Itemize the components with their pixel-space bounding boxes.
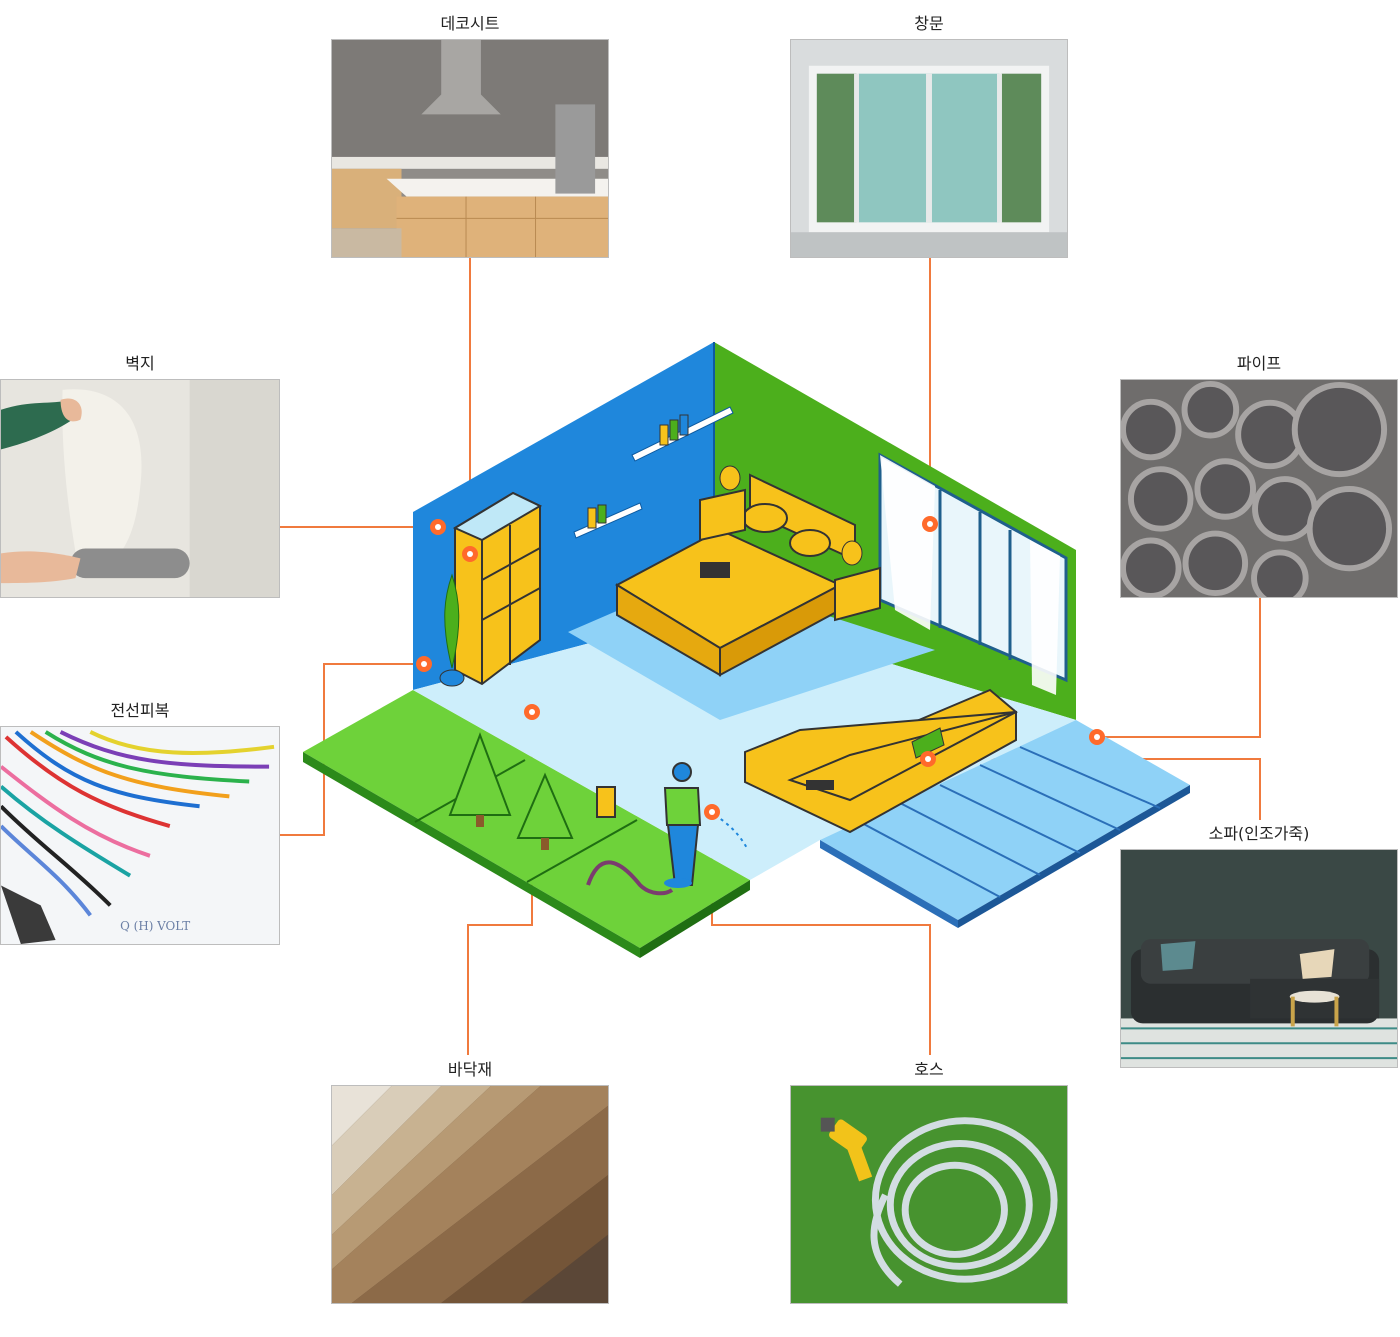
window-photo — [790, 39, 1068, 258]
kitchen-photo — [331, 39, 609, 258]
patio-window — [878, 452, 1068, 695]
card-deco-sheet[interactable]: 데코시트 — [331, 10, 609, 258]
leader-line-pipe — [1097, 598, 1261, 738]
card-flooring[interactable]: 바닥재 — [331, 1056, 609, 1304]
card-label-wallpaper: 벽지 — [125, 354, 155, 373]
svg-text:Q (H) VOLT: Q (H) VOLT — [120, 919, 190, 933]
hotspot-marker-wire — [416, 656, 432, 672]
card-label-pipe: 파이프 — [1236, 354, 1282, 373]
glass-deck — [820, 720, 1190, 928]
wall-shelves — [573, 406, 734, 539]
card-label-sofa: 소파(인조가죽) — [1208, 824, 1310, 843]
card-window[interactable]: 창문 — [790, 10, 1068, 258]
room-floor — [413, 610, 1076, 880]
card-pipe[interactable]: 파이프 — [1120, 350, 1398, 598]
nightstands — [699, 465, 881, 622]
flooring-photo — [331, 1085, 609, 1304]
card-label-hose: 호스 — [914, 1060, 944, 1079]
card-label-deco-sheet: 데코시트 — [440, 14, 500, 33]
sofa-photo — [1120, 849, 1398, 1068]
sofa — [744, 688, 1018, 834]
card-hose[interactable]: 호스 — [790, 1056, 1068, 1304]
card-wallpaper[interactable]: 벽지 — [0, 350, 280, 598]
hotspot-markers — [416, 516, 1105, 820]
potted-plant — [439, 573, 465, 687]
gardener-figure — [663, 762, 749, 888]
pipe-photo — [1120, 379, 1398, 598]
hotspot-marker-hose — [704, 804, 720, 820]
card-label-wire: 전선피복 — [110, 701, 170, 720]
card-label-flooring: 바닥재 — [447, 1060, 493, 1079]
wallpaper-photo — [0, 379, 280, 598]
hotspot-marker-pipe — [1089, 729, 1105, 745]
hotspot-marker-deco-sheet — [462, 546, 478, 562]
trees — [448, 732, 616, 850]
hotspot-marker-wallpaper — [430, 519, 446, 535]
card-wire[interactable]: 전선피복 Q (H) VOLT — [0, 697, 280, 945]
hose-photo — [790, 1085, 1068, 1304]
bookshelf — [452, 491, 543, 686]
wire-photo: Q (H) VOLT — [0, 726, 280, 945]
hotspot-marker-window — [922, 516, 938, 532]
hotspot-marker-sofa — [920, 751, 936, 767]
hotspot-marker-flooring — [524, 704, 540, 720]
card-sofa[interactable]: 소파(인조가죽) — [1120, 820, 1398, 1068]
card-label-window: 창문 — [914, 14, 944, 33]
